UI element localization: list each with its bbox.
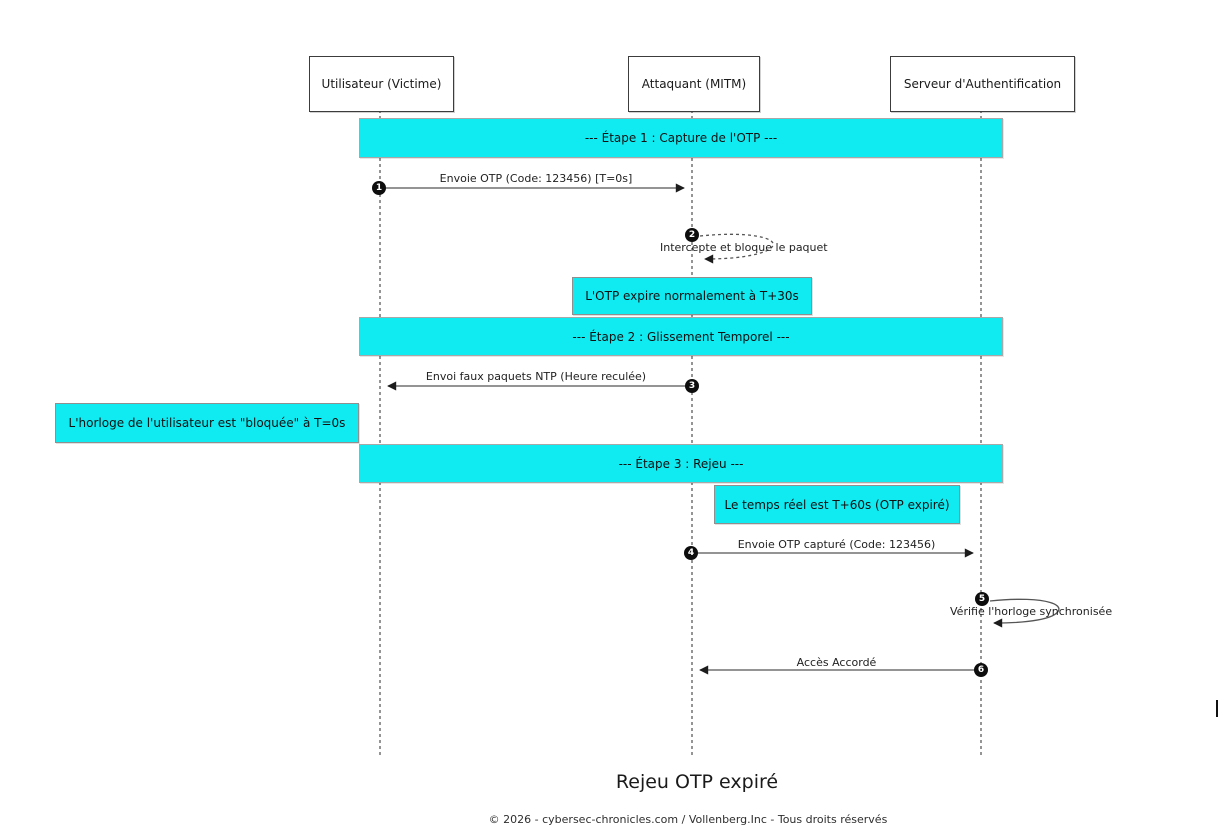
message-4-number-badge: 4 [684, 546, 698, 560]
copyright-footer: © 2026 - cybersec-chronicles.com / Volle… [488, 813, 888, 826]
note-temps-reel: Le temps réel est T+60s (OTP expiré) [714, 485, 960, 524]
diagram-title: Rejeu OTP expiré [615, 771, 779, 793]
step-1-banner: --- Étape 1 : Capture de l'OTP --- [359, 118, 1003, 158]
note-temps-reel-text: Le temps réel est T+60s (OTP expiré) [724, 497, 950, 512]
note-horloge-bloquee: L'horloge de l'utilisateur est "bloquée"… [55, 403, 359, 443]
message-1-number-badge: 1 [372, 181, 386, 195]
step-2-label: --- Étape 2 : Glissement Temporel --- [572, 329, 790, 344]
message-3-number-badge: 3 [685, 379, 699, 393]
note-otp-expire-text: L'OTP expire normalement à T+30s [585, 289, 799, 303]
actor-serveur-label: Serveur d'Authentification [903, 77, 1062, 91]
note-otp-expire: L'OTP expire normalement à T+30s [572, 277, 812, 315]
stray-text-caret [1216, 700, 1218, 717]
message-6-label: Accès Accordé [796, 656, 877, 669]
message-2-number-badge: 2 [685, 228, 699, 242]
step-3-banner: --- Étape 3 : Rejeu --- [359, 444, 1003, 483]
actor-utilisateur: Utilisateur (Victime) [309, 56, 454, 112]
step-1-label: --- Étape 1 : Capture de l'OTP --- [584, 131, 778, 145]
step-2-banner: --- Étape 2 : Glissement Temporel --- [359, 317, 1003, 356]
message-4-label: Envoie OTP capturé (Code: 123456) [737, 538, 936, 551]
message-3-label: Envoi faux paquets NTP (Heure reculée) [425, 370, 647, 383]
actor-utilisateur-label: Utilisateur (Victime) [321, 77, 442, 91]
actor-attaquant: Attaquant (MITM) [628, 56, 760, 112]
message-6-number-badge: 6 [974, 663, 988, 677]
message-5-number-badge: 5 [975, 592, 989, 606]
actor-attaquant-label: Attaquant (MITM) [641, 77, 747, 91]
message-2-label: Intercepte et bloque le paquet [660, 241, 828, 254]
actor-serveur: Serveur d'Authentification [890, 56, 1075, 112]
step-3-label: --- Étape 3 : Rejeu --- [618, 456, 744, 471]
message-1-label: Envoie OTP (Code: 123456) [T=0s] [439, 172, 633, 185]
message-5-label: Vérifie l'horloge synchronisée [950, 605, 1113, 618]
note-horloge-bloquee-text: L'horloge de l'utilisateur est "bloquée"… [68, 416, 346, 430]
